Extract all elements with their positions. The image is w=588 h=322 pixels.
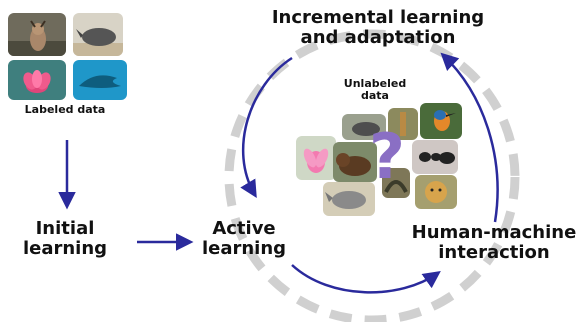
snake-photo-icon — [382, 168, 410, 198]
rhino-photo-icon — [73, 13, 123, 56]
lotus-photo-icon — [8, 60, 66, 100]
dolphin-photo-icon — [73, 60, 127, 100]
cycle-dashed-circle — [224, 29, 520, 322]
arc-hmi-to-incremental — [440, 52, 499, 223]
giraffe-photo-icon — [388, 108, 418, 140]
active-line1: Active — [212, 218, 276, 239]
human-machine-label: Human-machine interaction — [404, 222, 584, 264]
initial-learning-label: Initial learning — [10, 218, 120, 260]
active-learning-label: Active learning — [190, 218, 298, 260]
cheetah-photo-icon — [415, 175, 457, 209]
question-mark-icon: ? — [369, 120, 405, 193]
labeled-data-label: Labeled data — [24, 103, 106, 116]
incremental-learning-label: Incremental learning and adaptation — [248, 7, 508, 49]
buffalo-photo-icon — [323, 182, 375, 216]
arc-incremental-to-active — [240, 56, 293, 199]
lotus-photo-icon-2 — [296, 136, 336, 180]
initial-line2: learning — [22, 238, 108, 260]
rhino-photo-icon-2 — [342, 114, 386, 140]
unlabeled-line1: Unlabeled — [343, 77, 407, 90]
incremental-line1: Incremental learning — [271, 7, 485, 28]
deer-photo-icon — [8, 13, 66, 56]
hmi-line2: interaction — [438, 242, 550, 264]
incremental-line2: and adaptation — [300, 27, 456, 49]
initial-line1: Initial — [35, 218, 95, 239]
unlabeled-line2: data — [361, 89, 389, 103]
bird-photo-icon — [420, 103, 462, 139]
hmi-line1: Human-machine — [411, 222, 577, 243]
ant-photo-icon — [412, 140, 458, 174]
arc-active-to-hmi — [291, 264, 441, 294]
bear-photo-icon — [333, 142, 377, 182]
active-line2: learning — [201, 238, 287, 260]
unlabeled-data-label: Unlabeled data — [330, 77, 420, 103]
